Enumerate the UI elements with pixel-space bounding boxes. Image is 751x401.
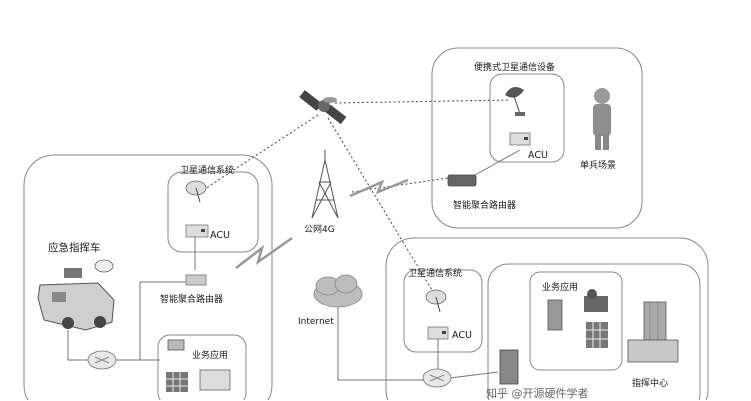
portable-acu-box <box>489 73 565 163</box>
portable-dish-icon <box>505 86 525 116</box>
service-operator-icon <box>584 289 608 312</box>
command-acu-label: ACU <box>452 330 472 341</box>
vehicle-region <box>23 154 273 400</box>
vehicle-sat-system-label: 卫星通信系统 <box>180 166 235 176</box>
vehicle-service-box <box>157 334 247 400</box>
command-dish-icon <box>425 289 447 313</box>
command-sat-system-label: 卫星通信系统 <box>408 269 463 279</box>
command-acu-device-icon <box>427 326 449 340</box>
portable-device-region <box>431 47 643 229</box>
command-service-box <box>529 271 623 371</box>
vehicle-console-icon <box>199 369 231 391</box>
vehicle-acu-device-icon <box>185 224 209 238</box>
sat-link-command <box>327 117 433 291</box>
portable-router-label: 智能聚合路由器 <box>453 201 517 211</box>
vehicle-router-label: 智能聚合路由器 <box>160 295 224 305</box>
vehicle-camera-icon <box>167 339 185 351</box>
soldier-icon <box>593 88 611 150</box>
vehicle-acu-label: ACU <box>210 230 230 241</box>
internet-cloud-icon <box>313 274 363 308</box>
command-center-box <box>487 263 701 400</box>
command-region <box>385 237 709 400</box>
command-truck-icon <box>37 259 115 331</box>
link-vehicle-truck-switch <box>67 330 88 361</box>
sat-link-portable <box>334 99 511 104</box>
portable-router-icon <box>447 174 477 187</box>
command-center-label: 指挥中心 <box>632 379 669 389</box>
portable-title: 便携式卫星通信设备 <box>474 63 556 73</box>
wireless-bolt-vehicle <box>235 236 293 269</box>
vehicle-dish-icon <box>185 180 207 203</box>
watermark: 知乎 @开源硬件学者 <box>486 387 589 400</box>
wireless-bolt-portable <box>349 178 409 198</box>
vehicle-grid-panel-icon <box>166 372 188 392</box>
link-internet-switch <box>337 305 424 381</box>
vehicle-service-label: 业务应用 <box>192 351 229 361</box>
internet-label: Internet <box>298 317 334 327</box>
portable-acu-label: ACU <box>528 150 548 161</box>
public-4g-label: 公网4G <box>304 225 335 235</box>
command-server-icon <box>499 349 519 385</box>
vehicle-switch-icon <box>87 350 117 370</box>
cell-tower-icon <box>311 150 339 219</box>
satellite-icon <box>299 90 347 125</box>
command-switch-icon <box>422 368 452 388</box>
sat-link-vehicle <box>199 114 319 193</box>
vehicle-sat-box <box>167 171 259 253</box>
vehicle-name-label: 应急指挥车 <box>48 242 101 254</box>
command-center-building-icon <box>627 301 679 363</box>
service-grid-panel-icon <box>586 322 608 348</box>
portable-acu-device-icon <box>509 132 531 146</box>
vehicle-router-icon <box>185 274 207 286</box>
service-server-icon <box>547 299 563 331</box>
command-sat-box <box>403 269 483 353</box>
command-service-label: 业务应用 <box>542 283 579 293</box>
link-command-switch-server <box>449 371 499 379</box>
soldier-label: 单兵场景 <box>580 161 617 171</box>
